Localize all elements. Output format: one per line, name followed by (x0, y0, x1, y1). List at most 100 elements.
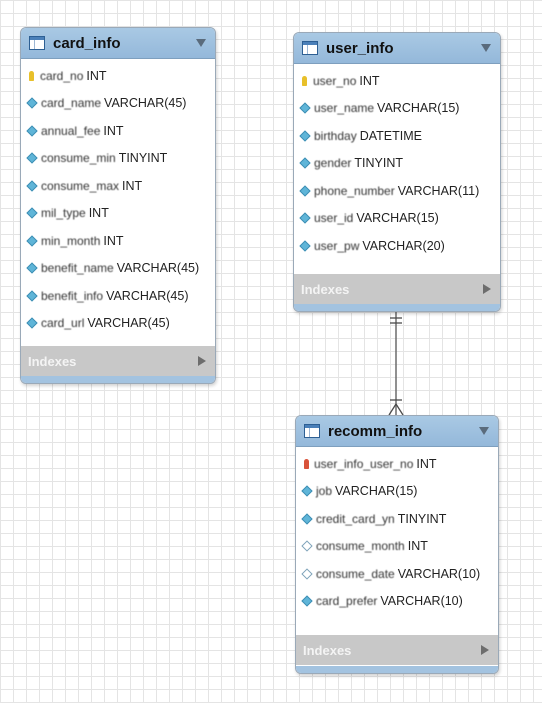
column-diamond-icon (26, 207, 38, 219)
table-icon (304, 424, 320, 438)
column-list: user_info_user_no INT job VARCHAR(15) cr… (296, 447, 498, 615)
column-name: annual_fee (41, 123, 101, 138)
column-row[interactable]: user_id VARCHAR(15) (294, 205, 500, 233)
table-title: card_info (53, 34, 121, 52)
column-row[interactable]: user_no INT (294, 67, 500, 95)
table-recomm-info-header[interactable]: recomm_info (296, 416, 498, 447)
column-diamond-icon (299, 102, 311, 114)
table-user-info[interactable]: user_info user_no INT user_name VARCHAR(… (293, 32, 501, 312)
table-title: recomm_info (328, 422, 423, 440)
column-list: card_no INT card_name VARCHAR(45) annual… (21, 59, 215, 337)
column-name: benefit_info (41, 288, 104, 303)
expand-arrow-icon[interactable] (483, 284, 491, 294)
column-type: TINYINT (397, 511, 447, 526)
column-type: INT (103, 123, 124, 138)
column-name: consume_min (41, 151, 116, 166)
column-row[interactable]: phone_number VARCHAR(11) (294, 177, 500, 205)
table-icon (302, 41, 318, 55)
column-row[interactable]: consume_max INT (21, 172, 215, 200)
table-recomm-info[interactable]: recomm_info user_info_user_no INT job VA… (295, 415, 499, 674)
column-row[interactable]: annual_fee INT (21, 117, 215, 145)
column-type: VARCHAR(15) (335, 484, 418, 499)
column-name: card_no (40, 68, 84, 83)
column-name: card_url (41, 316, 85, 331)
column-row[interactable]: min_month INT (21, 227, 215, 255)
column-diamond-icon (26, 125, 38, 137)
column-row[interactable]: gender TINYINT (294, 150, 500, 178)
column-row[interactable]: credit_card_yn TINYINT (296, 505, 498, 533)
column-name: card_name (41, 96, 102, 111)
indexes-label: Indexes (303, 642, 352, 658)
column-diamond-icon (301, 513, 313, 525)
table-user-info-header[interactable]: user_info (294, 33, 500, 64)
column-row[interactable]: consume_month INT (296, 533, 498, 561)
column-name: consume_month (316, 539, 405, 554)
table-card-info-header[interactable]: card_info (21, 28, 215, 59)
column-row[interactable]: consume_date VARCHAR(10) (296, 560, 498, 588)
column-row[interactable]: user_name VARCHAR(15) (294, 95, 500, 123)
column-row[interactable]: birthday DATETIME (294, 122, 500, 150)
indexes-bar[interactable]: Indexes (294, 274, 500, 304)
column-name: consume_max (41, 178, 120, 193)
collapse-arrow-icon[interactable] (479, 427, 489, 435)
expand-arrow-icon[interactable] (198, 356, 206, 366)
column-type: VARCHAR(15) (377, 101, 460, 116)
column-type: VARCHAR(45) (87, 316, 170, 331)
column-type: INT (103, 233, 124, 248)
column-diamond-icon (299, 130, 311, 142)
column-name: user_id (314, 211, 354, 226)
column-row[interactable]: card_prefer VARCHAR(10) (296, 588, 498, 616)
column-diamond-icon (26, 317, 38, 329)
indexes-bar[interactable]: Indexes (296, 635, 498, 665)
column-row[interactable]: mil_type INT (21, 200, 215, 228)
indexes-label: Indexes (28, 353, 77, 369)
column-row[interactable]: card_name VARCHAR(45) (21, 90, 215, 118)
column-diamond-icon (301, 595, 313, 607)
primary-key-icon (29, 70, 34, 81)
collapse-arrow-icon[interactable] (481, 44, 491, 52)
column-type: INT (407, 539, 428, 554)
column-type: VARCHAR(45) (106, 288, 189, 303)
table-icon (29, 36, 45, 50)
column-row[interactable]: user_pw VARCHAR(20) (294, 232, 500, 260)
column-row[interactable]: card_url VARCHAR(45) (21, 310, 215, 338)
crowfoot-right (395, 403, 404, 416)
column-type: VARCHAR(15) (356, 211, 439, 226)
column-type: TINYINT (354, 156, 403, 171)
column-diamond-icon (26, 290, 38, 302)
column-name: phone_number (314, 183, 395, 198)
column-name: user_no (313, 73, 357, 88)
column-type: DATETIME (359, 128, 422, 143)
table-footer (21, 376, 215, 383)
expand-arrow-icon[interactable] (481, 645, 489, 655)
column-type: INT (86, 68, 107, 83)
column-row[interactable]: card_no INT (21, 62, 215, 90)
column-diamond-icon (26, 235, 38, 247)
column-row[interactable]: benefit_name VARCHAR(45) (21, 255, 215, 283)
column-row[interactable]: benefit_info VARCHAR(45) (21, 282, 215, 310)
nullable-column-diamond-icon (301, 568, 313, 580)
column-type: VARCHAR(45) (116, 261, 200, 276)
primary-key-icon (302, 75, 307, 86)
table-card-info[interactable]: card_info card_no INT card_name VARCHAR(… (20, 27, 216, 384)
indexes-bar[interactable]: Indexes (21, 346, 215, 376)
column-name: user_info_user_no (314, 456, 414, 471)
column-name: benefit_name (41, 261, 114, 276)
column-row[interactable]: job VARCHAR(15) (296, 478, 498, 506)
column-list: user_no INT user_name VARCHAR(15) birthd… (294, 64, 500, 260)
column-name: user_name (314, 101, 375, 116)
foreign-key-icon (304, 458, 309, 469)
column-diamond-icon (299, 185, 311, 197)
column-diamond-icon (299, 212, 311, 224)
column-diamond-icon (26, 180, 38, 192)
nullable-column-diamond-icon (301, 540, 313, 552)
column-row[interactable]: consume_min TINYINT (21, 145, 215, 173)
column-type: VARCHAR(45) (104, 96, 187, 111)
column-type: VARCHAR(11) (397, 183, 480, 198)
column-name: mil_type (41, 206, 86, 221)
column-row[interactable]: user_info_user_no INT (296, 450, 498, 478)
collapse-arrow-icon[interactable] (196, 39, 206, 47)
column-name: credit_card_yn (316, 511, 395, 526)
column-diamond-icon (299, 240, 311, 252)
